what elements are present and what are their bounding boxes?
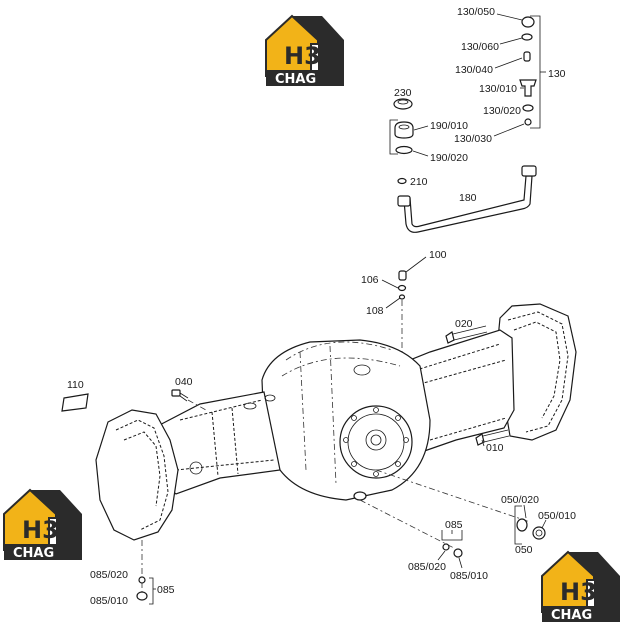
label-180: 180 [459, 192, 477, 204]
label-190-020: 190/020 [430, 152, 468, 164]
part-group-100: 100 106 108 [361, 249, 447, 360]
label-110: 110 [67, 379, 84, 391]
label-130-030: 130/030 [454, 133, 492, 145]
label-085-020-right: 085/020 [408, 561, 446, 573]
label-050: 050 [515, 544, 533, 556]
logo-mark: H3 [22, 516, 59, 544]
logo-word: CHAG [551, 608, 592, 623]
label-130-010: 130/010 [479, 83, 517, 95]
label-130-040: 130/040 [455, 64, 493, 76]
part-group-085-right: 085 085/020 085/010 [359, 499, 488, 582]
label-106: 106 [361, 274, 379, 286]
label-020: 020 [455, 318, 473, 330]
logo-word: CHAG [275, 72, 316, 87]
axle-housing [95, 303, 577, 541]
brand-logo-left: H3 CHAG [3, 488, 82, 561]
label-130: 130 [548, 68, 566, 80]
part-pipe-180: 210 180 [397, 165, 537, 233]
brand-logo-bottom-right: H3 CHAG [541, 550, 620, 623]
label-210: 210 [410, 176, 428, 188]
part-bolt-020: 020 [445, 318, 488, 344]
label-050-020: 050/020 [501, 494, 539, 506]
brand-logo-top: H3 CHAG [265, 14, 344, 87]
label-108: 108 [366, 305, 384, 317]
label-085-010-right: 085/010 [450, 570, 488, 582]
flange-bolts [343, 407, 409, 477]
label-040: 040 [175, 376, 193, 388]
logo-word: CHAG [13, 546, 54, 561]
part-plate-110: 110 [61, 379, 89, 412]
label-050-010: 050/010 [538, 510, 576, 522]
label-230: 230 [394, 87, 412, 99]
label-130-050: 130/050 [457, 6, 495, 18]
part-bolt-010: 010 [475, 429, 510, 454]
label-100: 100 [429, 249, 447, 261]
part-group-050: 050/020 050/010 050 [375, 469, 576, 556]
label-190-010: 190/010 [430, 120, 468, 132]
label-085-right: 085 [445, 519, 463, 531]
label-085-left: 085 [157, 584, 175, 596]
part-group-190: 230 190/010 190/020 [389, 87, 468, 164]
label-130-020: 130/020 [483, 105, 521, 117]
label-085-010-left: 085/010 [90, 595, 128, 607]
part-group-130: 130/050 130/060 130/040 130 130/010 130/… [454, 6, 566, 145]
logo-mark: H3 [284, 42, 321, 70]
label-010: 010 [486, 442, 504, 454]
label-130-060: 130/060 [461, 41, 499, 53]
part-bolt-040: 040 [171, 376, 207, 411]
logo-mark: H3 [560, 578, 597, 606]
label-085-020-left: 085/020 [90, 569, 128, 581]
part-group-085-left: 085/020 085 085/010 [90, 540, 175, 607]
